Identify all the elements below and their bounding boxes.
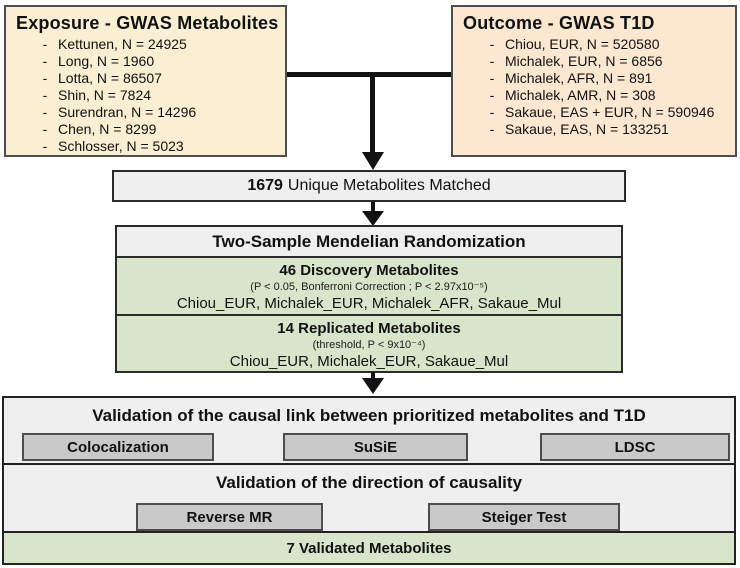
discovery-criteria: (P < 0.05, Bonferroni Correction ; P < 2…: [250, 281, 488, 293]
result-bar: 7 Validated Metabolites: [2, 531, 736, 565]
method-susie: SuSiE: [283, 433, 468, 461]
outcome-list: -Chiou, EUR, N = 520580 -Michalek, EUR, …: [453, 36, 735, 138]
list-item: -Michalek, AFR, N = 891: [453, 70, 735, 87]
method-steiger-test: Steiger Test: [428, 503, 620, 531]
bullet-dash: -: [489, 104, 495, 120]
bullet-dash: -: [489, 121, 495, 137]
matched-count: 1679: [247, 177, 283, 194]
bullet-dash: -: [42, 87, 48, 103]
connector-vertical-line: [371, 372, 375, 380]
list-item: -Michalek, AMR, N = 308: [453, 87, 735, 104]
study-label: Chen, N = 8299: [58, 121, 157, 137]
replicated-criteria: (threshold, P < 9x10⁻⁴): [312, 339, 426, 351]
arrow-down-icon: [362, 152, 384, 170]
study-label: Michalek, EUR, N = 6856: [505, 53, 663, 69]
study-label: Chiou, EUR, N = 520580: [505, 36, 660, 52]
list-item: -Chiou, EUR, N = 520580: [453, 36, 735, 53]
study-label: Long, N = 1960: [58, 53, 155, 69]
outcome-title: Outcome - GWAS T1D: [463, 13, 655, 33]
study-label: Kettunen, N = 24925: [58, 36, 187, 52]
list-item: -Sakaue, EAS + EUR, N = 590946: [453, 104, 735, 121]
list-item: -Chen, N = 8299: [6, 121, 285, 138]
bullet-dash: -: [489, 36, 495, 52]
list-item: -Michalek, EUR, N = 6856: [453, 53, 735, 70]
list-item: -Long, N = 1960: [6, 53, 285, 70]
connector-horizontal-line: [287, 72, 451, 77]
discovery-box: 46 Discovery Metabolites (P < 0.05, Bonf…: [115, 256, 623, 316]
list-item: -Shin, N = 7824: [6, 87, 285, 104]
bullet-dash: -: [489, 70, 495, 86]
replicated-cohorts: Chiou_EUR, Michalek_EUR, Sakaue_Mul: [229, 353, 509, 370]
bullet-dash: -: [42, 53, 48, 69]
method-colocalization: Colocalization: [22, 433, 214, 461]
list-item: -Schlosser, N = 5023: [6, 138, 285, 155]
study-label: Sakaue, EAS + EUR, N = 590946: [505, 104, 715, 120]
discovery-cohorts: Chiou_EUR, Michalek_EUR, Michalek_AFR, S…: [176, 295, 562, 312]
connector-vertical-line: [370, 74, 375, 152]
bullet-dash: -: [489, 87, 495, 103]
arrow-down-icon: [362, 211, 384, 226]
bullet-dash: -: [42, 70, 48, 86]
list-item: -Lotta, N = 86507: [6, 70, 285, 87]
connector-vertical-line: [371, 202, 375, 214]
list-item: -Kettunen, N = 24925: [6, 36, 285, 53]
validation-direction-box: Validation of the direction of causality: [2, 463, 736, 533]
bullet-dash: -: [42, 36, 48, 52]
study-label: Michalek, AFR, N = 891: [505, 70, 653, 86]
exposure-title: Exposure - GWAS Metabolites: [16, 13, 279, 33]
mr-header: Two-Sample Mendelian Randomization: [115, 225, 623, 258]
bullet-dash: -: [42, 104, 48, 120]
method-reverse-mr: Reverse MR: [136, 503, 323, 531]
list-item: -Sakaue, EAS, N = 133251: [453, 121, 735, 138]
validation-direction-title: Validation of the direction of causality: [215, 473, 523, 492]
outcome-box: Outcome - GWAS T1D -Chiou, EUR, N = 5205…: [451, 5, 737, 157]
arrow-down-icon: [362, 378, 384, 394]
study-label: Schlosser, N = 5023: [58, 138, 184, 154]
bullet-dash: -: [42, 121, 48, 137]
replicated-title: 14 Replicated Metabolites: [277, 320, 461, 337]
study-label: Shin, N = 7824: [58, 87, 152, 103]
matched-label: Unique Metabolites Matched: [287, 177, 491, 194]
study-label: Lotta, N = 86507: [58, 70, 162, 86]
study-label: Michalek, AMR, N = 308: [505, 87, 656, 103]
study-label: Surendran, N = 14296: [58, 104, 197, 120]
bullet-dash: -: [42, 138, 48, 154]
replicated-box: 14 Replicated Metabolites (threshold, P …: [115, 314, 623, 373]
exposure-box: Exposure - GWAS Metabolites -Kettunen, N…: [4, 5, 287, 157]
matched-box: 1679 Unique Metabolites Matched: [112, 170, 626, 202]
bullet-dash: -: [489, 53, 495, 69]
validation-causal-title: Validation of the causal link between pr…: [92, 406, 646, 425]
exposure-list: -Kettunen, N = 24925 -Long, N = 1960 -Lo…: [6, 36, 285, 155]
list-item: -Surendran, N = 14296: [6, 104, 285, 121]
method-ldsc: LDSC: [540, 433, 730, 461]
discovery-title: 46 Discovery Metabolites: [279, 262, 459, 279]
study-label: Sakaue, EAS, N = 133251: [505, 121, 669, 137]
